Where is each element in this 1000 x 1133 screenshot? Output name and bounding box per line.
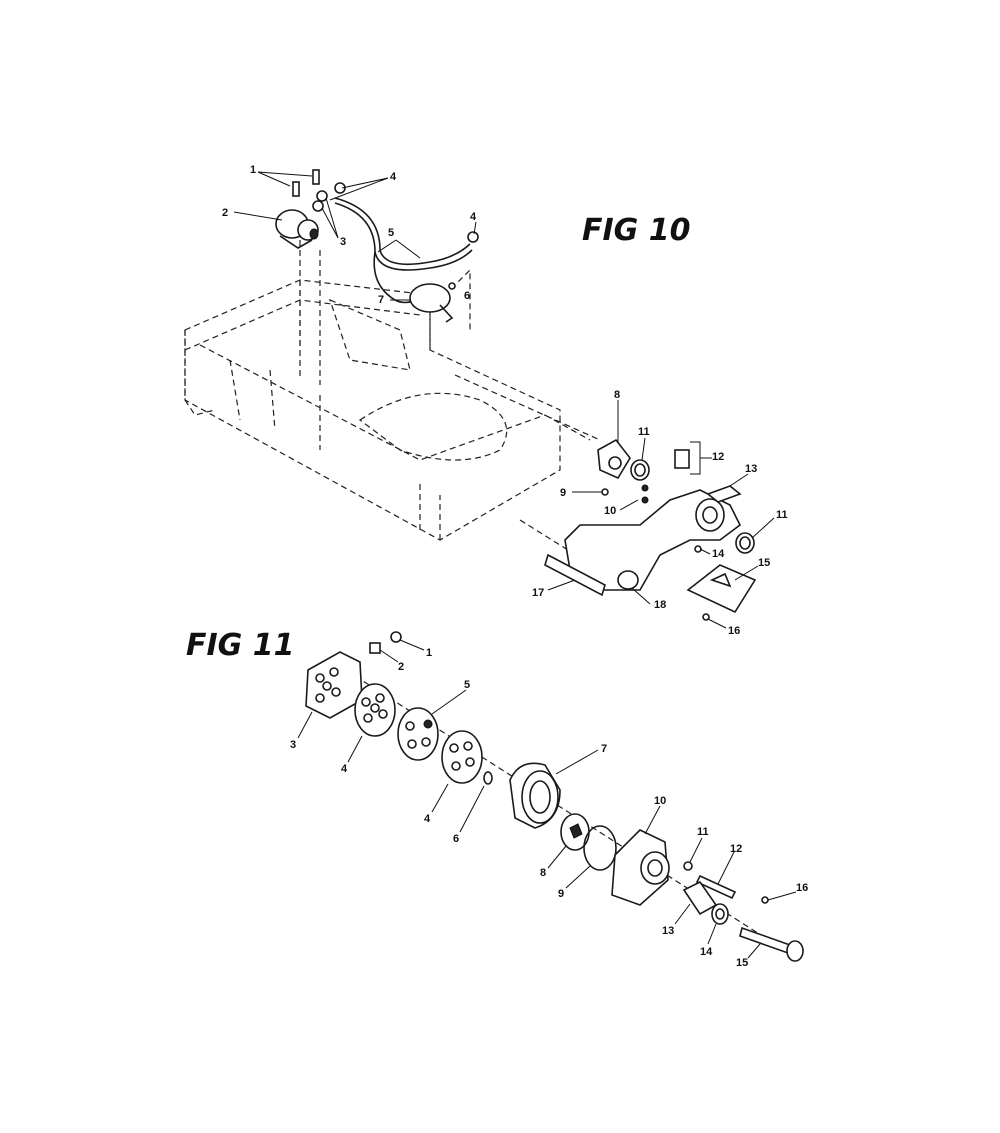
fig-11-callout-16: 16 xyxy=(796,882,808,894)
fig-11-callout-12: 12 xyxy=(730,843,742,855)
fig-11-callout-1: 1 xyxy=(426,647,432,659)
o-ring-large xyxy=(583,825,617,871)
o-ring-small xyxy=(483,771,493,785)
fig-10-callout-17: 17 xyxy=(532,587,544,599)
fig-11-callout-14: 14 xyxy=(700,946,713,958)
fig-10-callout-4: 4 xyxy=(390,171,397,183)
valve-plate xyxy=(354,683,396,737)
pump-mount xyxy=(611,829,670,906)
fig-10-callouts: 1 2 3 4 4 5 6 7 8 9 10 11 11 12 xyxy=(222,164,788,637)
fig-11-callout-4b: 4 xyxy=(424,813,431,825)
fig-10-callout-7: 7 xyxy=(378,294,384,306)
fig-10-callout-10: 10 xyxy=(604,505,616,517)
fig-10-callout-2: 2 xyxy=(222,207,228,219)
fig-10-callout-14: 14 xyxy=(712,548,725,560)
pump-housing xyxy=(509,762,561,829)
fig-11-callout-5: 5 xyxy=(464,679,470,691)
fig-10: FIG 10 xyxy=(184,164,788,637)
fig-10-callout-18: 18 xyxy=(654,599,666,611)
swing-arm xyxy=(564,489,755,591)
fig-11-title: FIG 11 xyxy=(186,628,294,663)
plate xyxy=(686,485,757,621)
fig-11-callout-4: 4 xyxy=(341,763,348,775)
axle-bracket xyxy=(597,438,690,504)
fig-11-callout-2: 2 xyxy=(398,661,404,673)
seal xyxy=(711,903,729,925)
fittings xyxy=(312,182,479,243)
fig-11-callout-11: 11 xyxy=(697,826,709,838)
fig-11-callout-10: 10 xyxy=(654,795,666,807)
rotor-plate xyxy=(397,707,439,761)
valve-plate-2 xyxy=(441,730,483,784)
reservoir xyxy=(409,282,456,323)
fig-10-callout-12: 12 xyxy=(712,451,724,463)
fig-10-callout-11b: 11 xyxy=(776,509,788,521)
bolts xyxy=(292,169,320,197)
rod xyxy=(544,553,606,597)
chassis-frame xyxy=(184,230,601,571)
fig-10-callout-13: 13 xyxy=(745,463,757,475)
drive-shaft xyxy=(739,926,804,962)
fig-10-callout-5: 5 xyxy=(388,227,394,239)
fig-10-callout-9: 9 xyxy=(560,487,566,499)
hose xyxy=(334,197,471,266)
fig-11-callout-6: 6 xyxy=(453,833,459,845)
fig-10-callout-11: 11 xyxy=(638,426,650,438)
fig-10-callout-4b: 4 xyxy=(470,211,477,223)
fig-11-callout-7: 7 xyxy=(601,743,607,755)
fig-11-callout-3: 3 xyxy=(290,739,296,751)
fig-10-callout-6: 6 xyxy=(464,290,470,302)
fig-11-callouts: 1 2 3 4 4 5 6 7 8 9 10 11 12 13 xyxy=(290,639,808,969)
fig-11-callout-13: 13 xyxy=(662,925,674,937)
fig-11: FIG 11 xyxy=(186,628,808,969)
fig-10-title: FIG 10 xyxy=(582,213,690,248)
end-cover xyxy=(305,651,363,719)
fig-11-callout-9: 9 xyxy=(558,888,564,900)
fig-10-callout-3: 3 xyxy=(340,236,346,248)
fig-10-callout-8: 8 xyxy=(614,389,620,401)
fig-10-callout-15: 15 xyxy=(758,557,770,569)
fig-10-callout-1: 1 xyxy=(250,164,256,176)
fig-10-callout-16: 16 xyxy=(728,625,740,637)
pump-motor xyxy=(275,209,319,249)
gerotor xyxy=(560,813,590,851)
fig-11-callout-8: 8 xyxy=(540,867,546,879)
fig-11-callout-15: 15 xyxy=(736,957,748,969)
